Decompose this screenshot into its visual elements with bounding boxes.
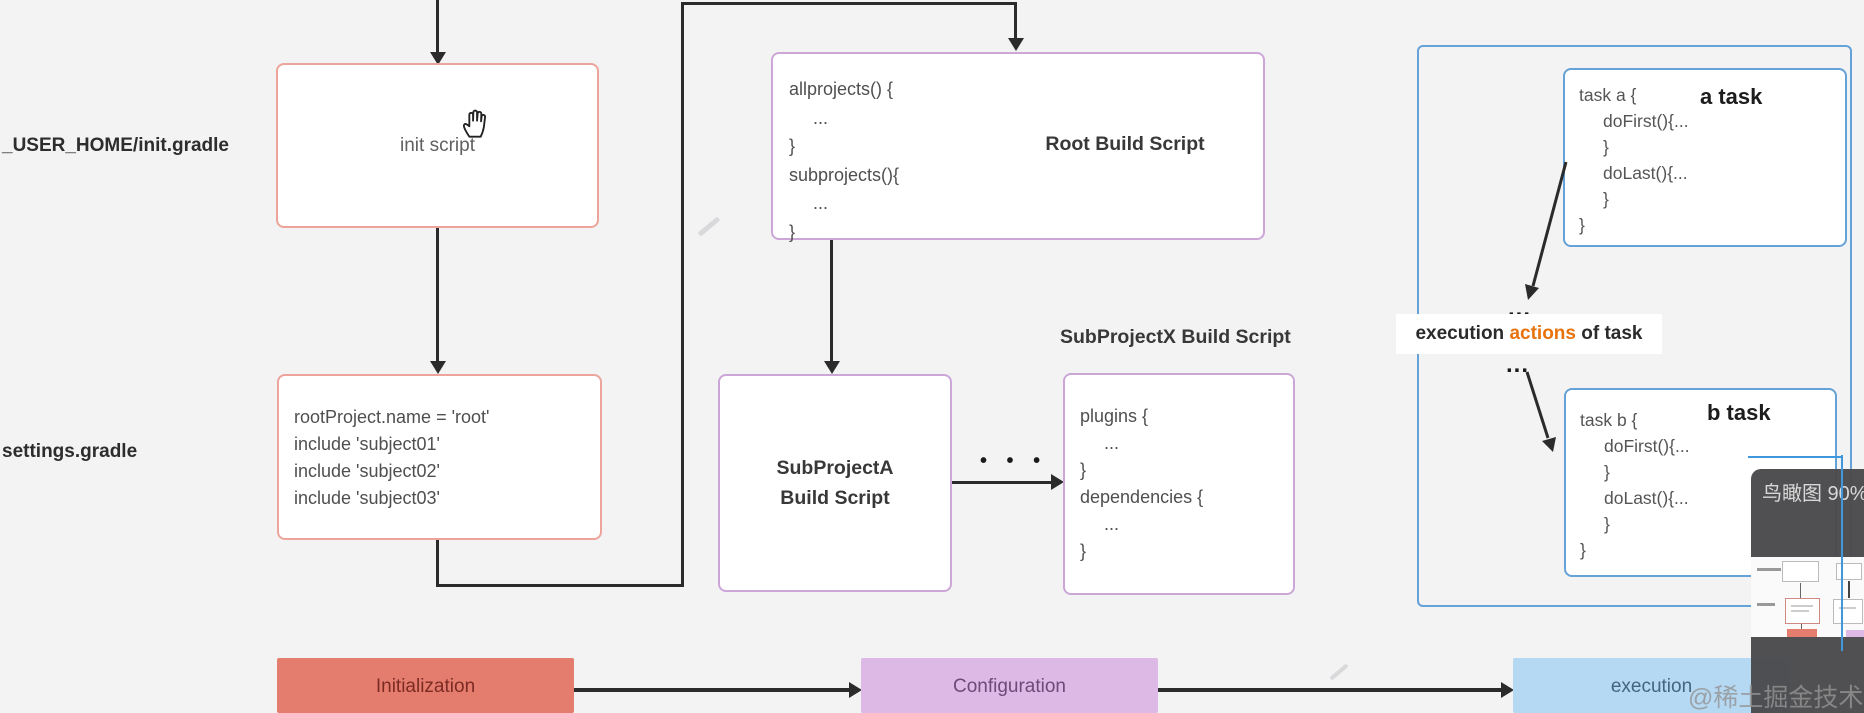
- overview-panel[interactable]: 鸟瞰图 90%: [1751, 469, 1864, 713]
- arrowhead-rootbuild: [1008, 38, 1024, 51]
- code-line: doLast(){...: [1604, 488, 1689, 508]
- minimap-box: [1782, 561, 1819, 582]
- code-line: dependencies {: [1080, 487, 1204, 507]
- root-build-script-box[interactable]: allprojects() { ... } subprojects(){ ...…: [771, 52, 1265, 242]
- minimap-phase-init: [1787, 629, 1817, 637]
- minimap-label-smudge: [1757, 568, 1781, 571]
- arrow-to-rootbuild: [1014, 2, 1017, 39]
- arrowhead-init: [430, 52, 446, 65]
- subproject-x-box[interactable]: plugins { ... } dependencies { ... }: [1063, 373, 1295, 595]
- label-settings-gradle-path: settings.gradle: [2, 441, 138, 462]
- arrowhead-settings: [430, 361, 446, 374]
- minimap-connector: [1848, 581, 1850, 598]
- arrowhead-suba: [824, 361, 840, 374]
- code-line: }: [1580, 540, 1586, 560]
- line-top-right: [681, 2, 1017, 5]
- code-line: }: [1604, 514, 1610, 534]
- overview-panel-title: 鸟瞰图 90%: [1762, 483, 1864, 505]
- phase-configuration-label: Configuration: [952, 676, 1067, 697]
- task-a-box[interactable]: task a { doFirst(){... } doLast(){... } …: [1563, 68, 1847, 247]
- init-script-label: init script: [400, 134, 475, 156]
- minimap-box: [1833, 599, 1863, 624]
- code-line: }: [1080, 460, 1087, 480]
- label-init-gradle-path: _USER_HOME/init.gradle: [2, 135, 229, 156]
- code-line: subprojects(){: [789, 164, 900, 185]
- code-line: ...: [813, 193, 829, 213]
- code-line: doFirst(){...: [1604, 436, 1690, 456]
- task-a-label: a task: [1700, 84, 1763, 109]
- subproject-a-title-line1: SubProjectA: [776, 457, 894, 479]
- minimap-phase-config: [1846, 630, 1864, 637]
- code-line: rootProject.name = 'root': [294, 407, 490, 427]
- code-line: }: [1579, 215, 1585, 235]
- code-line: ...: [1104, 514, 1120, 534]
- code-line: include 'subject02': [294, 461, 440, 481]
- subproject-x-title: SubProjectX Build Script: [1060, 326, 1291, 348]
- execution-actions-note: execution actions of task: [1396, 314, 1662, 354]
- arrow-root-to-suba: [830, 240, 833, 362]
- code-line: }: [1603, 137, 1609, 157]
- watermark: @稀土掘金技术社区: [1688, 684, 1864, 712]
- code-line: }: [1080, 541, 1087, 561]
- code-line: plugins {: [1080, 406, 1149, 426]
- line-settings-right: [436, 584, 684, 587]
- arrow-init-to-config-phase: [574, 688, 851, 692]
- code-line: doLast(){...: [1603, 163, 1688, 183]
- smudge-artifact: [1329, 663, 1349, 681]
- phase-configuration[interactable]: Configuration: [861, 658, 1158, 713]
- minimap-connector: [1801, 624, 1802, 630]
- phase-initialization[interactable]: Initialization: [277, 658, 574, 713]
- code-line: }: [789, 221, 796, 242]
- minimap-box: [1836, 563, 1862, 580]
- execution-note-pre: execution: [1415, 323, 1510, 344]
- line-settings-down: [436, 540, 439, 587]
- code-line: ...: [813, 107, 829, 128]
- arrow-top-to-init: [436, 0, 439, 53]
- subproject-a-title-line2: Build Script: [780, 487, 890, 509]
- minimap-label-smudge: [1757, 603, 1775, 606]
- phase-execution-label: execution: [1610, 676, 1693, 697]
- code-line: }: [1604, 462, 1610, 482]
- code-line: doFirst(){...: [1603, 111, 1689, 131]
- phase-execution[interactable]: execution: [1513, 658, 1790, 713]
- code-line: include 'subject01': [294, 434, 440, 454]
- ellipsis-more-projects: • • •: [980, 450, 1048, 472]
- minimap-text-smudge: [1791, 605, 1813, 607]
- root-build-script-title: Root Build Script: [1045, 133, 1205, 155]
- code-line: }: [789, 136, 796, 156]
- selection-edge-line: [1841, 455, 1843, 651]
- minimap-connector: [1800, 583, 1801, 598]
- task-b-label: b task: [1707, 400, 1771, 425]
- minimap-text-smudge: [1839, 607, 1856, 609]
- arrowhead-exec-phase: [1501, 682, 1514, 698]
- code-line: ...: [1104, 433, 1120, 453]
- arrow-init-to-settings: [436, 228, 439, 362]
- arrow-suba-to-subx: [952, 481, 1052, 484]
- phase-initialization-label: Initialization: [375, 676, 476, 697]
- subproject-a-box[interactable]: SubProjectA Build Script: [718, 374, 952, 592]
- code-line: }: [1603, 189, 1609, 209]
- hand-cursor-icon: [460, 104, 492, 145]
- execution-note-post: of task: [1575, 323, 1643, 344]
- arrowhead-subx: [1051, 474, 1064, 490]
- smudge-artifact: [697, 216, 721, 237]
- code-line: include 'subject03': [294, 488, 440, 508]
- arrow-config-to-exec-phase: [1158, 688, 1503, 692]
- minimap-text-smudge: [1791, 610, 1809, 612]
- selection-edge-line: [1748, 456, 1843, 458]
- code-line: task b {: [1580, 410, 1638, 430]
- arrowhead-config-phase: [849, 682, 862, 698]
- code-line: allprojects() {: [789, 79, 894, 99]
- dots-after-actions: ...: [1506, 351, 1530, 378]
- execution-note-actions: actions: [1509, 323, 1576, 344]
- line-vertical-up: [681, 2, 684, 587]
- code-line: task a {: [1579, 85, 1637, 105]
- settings-box[interactable]: rootProject.name = 'root' include 'subje…: [277, 374, 602, 540]
- overview-minimap[interactable]: [1751, 557, 1864, 637]
- init-script-box[interactable]: init script: [276, 63, 599, 228]
